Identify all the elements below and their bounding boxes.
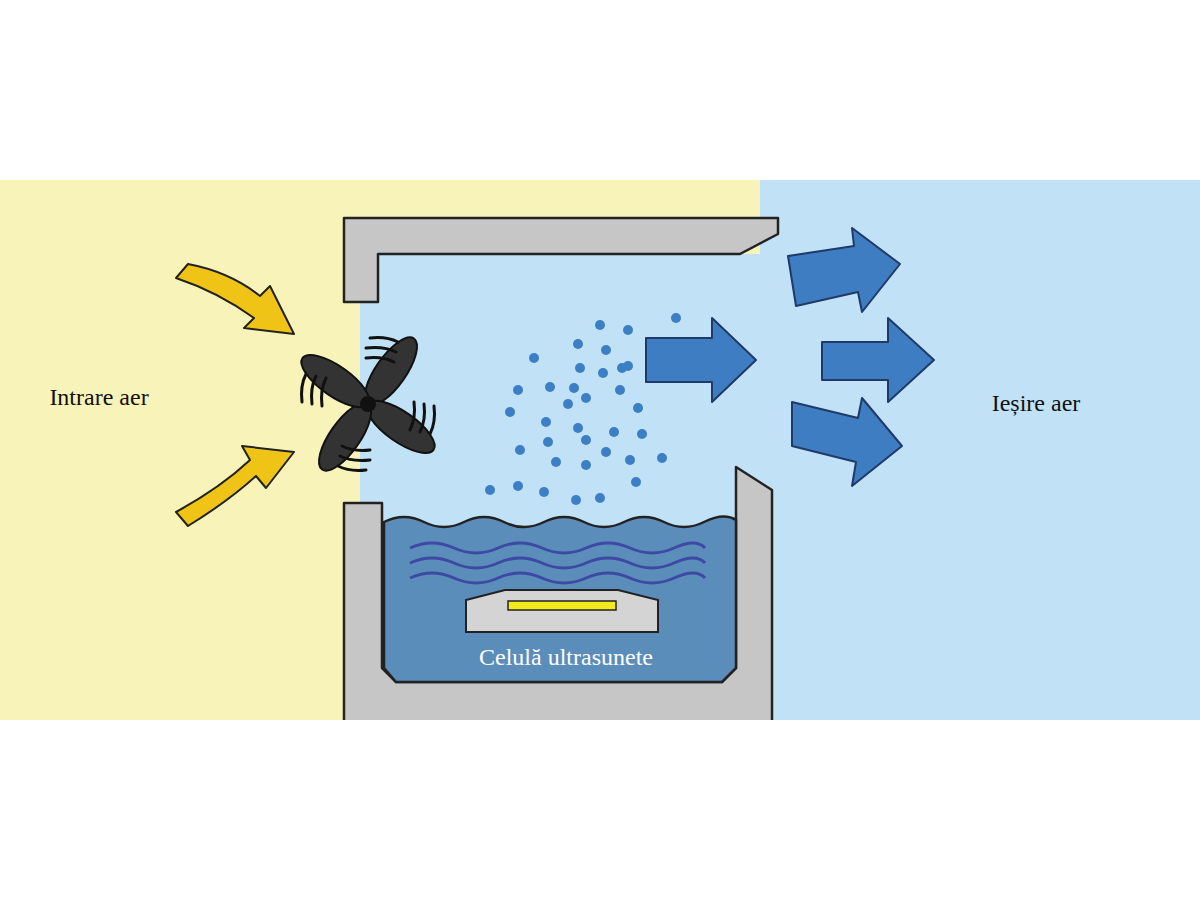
mist-droplet	[623, 325, 633, 335]
mist-droplet	[573, 423, 583, 433]
mist-droplet	[609, 427, 619, 437]
inlet-zone: Intrare aer	[0, 180, 340, 720]
outlet-arrows	[646, 228, 934, 486]
mist-droplet	[601, 447, 611, 457]
mist-droplet	[581, 460, 591, 470]
mist-droplet	[657, 453, 667, 463]
mist-droplet	[545, 382, 555, 392]
zone-label: Celulă ultrasunete	[479, 643, 653, 672]
mist-droplet	[529, 353, 539, 363]
outlet-ground	[760, 180, 1200, 720]
mist-droplet	[541, 417, 551, 427]
mist-droplet	[513, 481, 523, 491]
mist-droplet	[569, 383, 579, 393]
mist-droplet	[631, 477, 641, 487]
mist-droplet	[615, 385, 625, 395]
chamber-air	[360, 254, 760, 720]
mist-droplet	[539, 487, 549, 497]
zone-label: Intrare aer	[49, 383, 148, 412]
mist-droplet	[581, 393, 591, 403]
mist-droplet	[637, 429, 647, 439]
mist-droplet	[563, 399, 573, 409]
mist-droplet	[513, 385, 523, 395]
mist-droplet	[598, 368, 608, 378]
mist-droplet	[575, 363, 585, 373]
zone-label: Ieșire aer	[992, 389, 1081, 418]
mist-droplet	[617, 363, 627, 373]
mist-droplet	[581, 435, 591, 445]
mist-droplet	[515, 445, 525, 455]
ultrasonic-cell	[466, 590, 658, 632]
mist-droplet	[601, 345, 611, 355]
mist-droplet	[485, 485, 495, 495]
transducer-plate	[508, 601, 616, 610]
housing-top	[344, 218, 778, 302]
mist-droplet	[551, 457, 561, 467]
mist-droplet	[625, 455, 635, 465]
housing-tank	[344, 467, 772, 720]
mist-droplet	[505, 407, 515, 417]
mist-droplet	[543, 437, 553, 447]
mist-droplet	[595, 493, 605, 503]
inlet-arrows	[176, 264, 294, 526]
fan	[294, 330, 442, 478]
outlet-zone: Ieșire aer	[780, 180, 1200, 720]
mist-droplet	[671, 313, 681, 323]
mist-droplet	[573, 339, 583, 349]
water-waves	[410, 543, 705, 583]
water-tank: Celulă ultrasunete	[384, 522, 736, 682]
water	[384, 516, 736, 682]
mist-droplet	[595, 320, 605, 330]
mist-droplet	[571, 495, 581, 505]
mist-droplet	[633, 403, 643, 413]
